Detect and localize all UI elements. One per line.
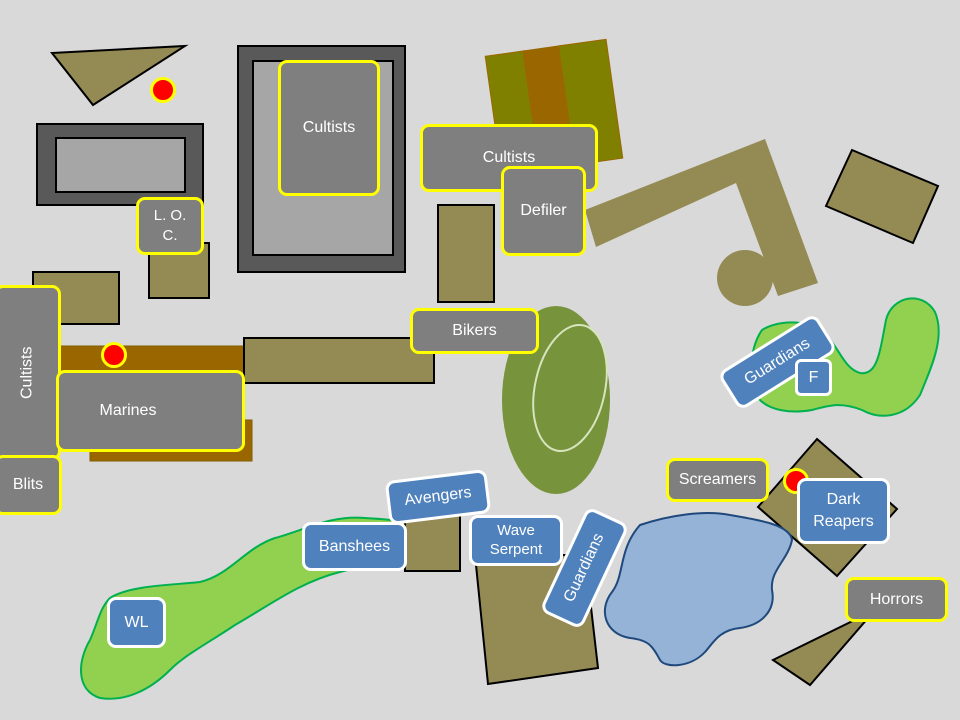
unit-wave-serpent[interactable]: Wave Serpent bbox=[469, 515, 563, 566]
ruin-right bbox=[824, 148, 940, 245]
unit-loc[interactable]: L. O. C. bbox=[136, 197, 204, 255]
triangle-ruin bbox=[50, 44, 189, 107]
unit-screamers[interactable]: Screamers bbox=[666, 458, 769, 502]
unit-banshees[interactable]: Banshees bbox=[302, 522, 407, 571]
hill-inner bbox=[532, 323, 608, 453]
unit-blits[interactable]: Blits bbox=[0, 455, 62, 515]
building-left-inner bbox=[55, 137, 186, 193]
unit-horrors[interactable]: Horrors bbox=[845, 577, 948, 622]
lake bbox=[603, 512, 794, 667]
l-wall bbox=[585, 139, 818, 296]
ruin-banshees bbox=[404, 514, 461, 572]
unit-cultists-left[interactable]: Cultists bbox=[0, 285, 61, 460]
round-ruin bbox=[717, 250, 773, 306]
ruin-long bbox=[243, 337, 435, 384]
triangle-ruin-bottom bbox=[771, 609, 876, 687]
orange-ruin-left-top bbox=[57, 345, 246, 373]
unit-wl[interactable]: WL bbox=[107, 597, 166, 648]
unit-f[interactable]: F bbox=[795, 359, 832, 396]
unit-cultists-top[interactable]: Cultists bbox=[278, 60, 380, 196]
unit-dark-reapers[interactable]: Dark Reapers bbox=[797, 478, 890, 544]
ruin-center bbox=[437, 204, 495, 303]
objective-marker bbox=[150, 77, 176, 103]
unit-bikers[interactable]: Bikers bbox=[410, 308, 539, 354]
objective-marker bbox=[101, 342, 127, 368]
unit-marines[interactable]: Marines bbox=[56, 370, 245, 452]
unit-defiler[interactable]: Defiler bbox=[501, 166, 586, 256]
